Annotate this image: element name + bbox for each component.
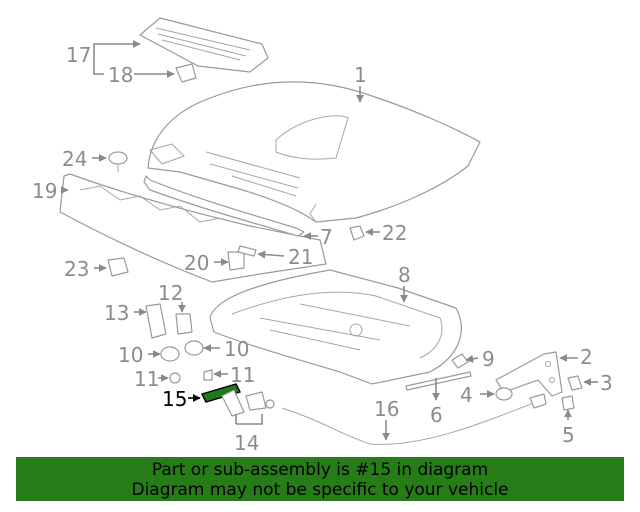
push-pin-part-20 [227, 251, 245, 271]
callout-17: 17 [66, 43, 91, 67]
bumper-part-12 [175, 313, 193, 335]
callout-19: 19 [32, 179, 57, 203]
callout-20: 20 [184, 251, 209, 275]
hood-panel-part [147, 81, 481, 223]
callout-6: 6 [430, 403, 443, 427]
callout-8: 8 [398, 263, 411, 287]
callout-10-left: 10 [118, 343, 143, 367]
hood-scoop-insert-part [139, 17, 269, 73]
info-banner: Part or sub-assembly is #15 in diagram D… [16, 457, 624, 501]
callout-21: 21 [288, 245, 313, 269]
callout-24: 24 [62, 147, 87, 171]
weatherstrip-part [143, 175, 305, 237]
clip-part-9 [451, 353, 469, 369]
callout-10-right: 10 [224, 337, 249, 361]
callout-3: 3 [600, 371, 613, 395]
latch-bracket-part-14 [221, 389, 275, 417]
callout-7: 7 [320, 225, 333, 249]
callout-22: 22 [382, 221, 407, 245]
callout-23: 23 [64, 257, 89, 281]
leader-lines [60, 40, 598, 441]
bumper-part-10a [160, 346, 180, 362]
release-handle-part-15 [200, 383, 242, 403]
callout-2: 2 [580, 345, 593, 369]
callout-15: 15 [162, 387, 187, 411]
inner-hood-panel-part [209, 269, 462, 385]
clip-part-18 [175, 63, 197, 83]
callout-11-right: 11 [230, 363, 255, 387]
prop-rod-part-6 [405, 371, 472, 391]
callout-1: 1 [354, 63, 367, 87]
bumper-part-22 [349, 225, 365, 241]
callout-18: 18 [108, 63, 133, 87]
callout-9: 9 [482, 347, 495, 371]
banner-line-1: Part or sub-assembly is #15 in diagram [151, 460, 489, 480]
release-cable-part-16 [281, 401, 537, 445]
callout-13: 13 [104, 301, 129, 325]
nut-part-23 [107, 257, 129, 277]
callout-4: 4 [460, 383, 473, 407]
clip-part-11a [169, 372, 181, 384]
grommet-part-24 [108, 151, 128, 172]
bolt-part-21 [237, 245, 257, 257]
callout-5: 5 [562, 423, 575, 447]
callout-16: 16 [374, 397, 399, 421]
callout-12: 12 [158, 281, 183, 305]
bumper-part-4 [495, 387, 513, 401]
bumper-part-10b [184, 340, 204, 356]
callout-14: 14 [234, 431, 259, 455]
nut-part-5 [561, 395, 575, 411]
bracket-part-13 [145, 303, 167, 339]
callout-labels: 17 18 1 24 19 7 22 23 20 21 8 13 12 10 1… [32, 43, 613, 455]
parts-diagram: 17 18 1 24 19 7 22 23 20 21 8 13 12 10 1… [32, 17, 613, 455]
banner-line-2: Diagram may not be specific to your vehi… [131, 480, 509, 500]
bolt-part-3 [567, 375, 583, 391]
callout-11-left: 11 [134, 367, 159, 391]
cable-end-part [529, 393, 547, 409]
clip-part-11b [203, 369, 213, 381]
